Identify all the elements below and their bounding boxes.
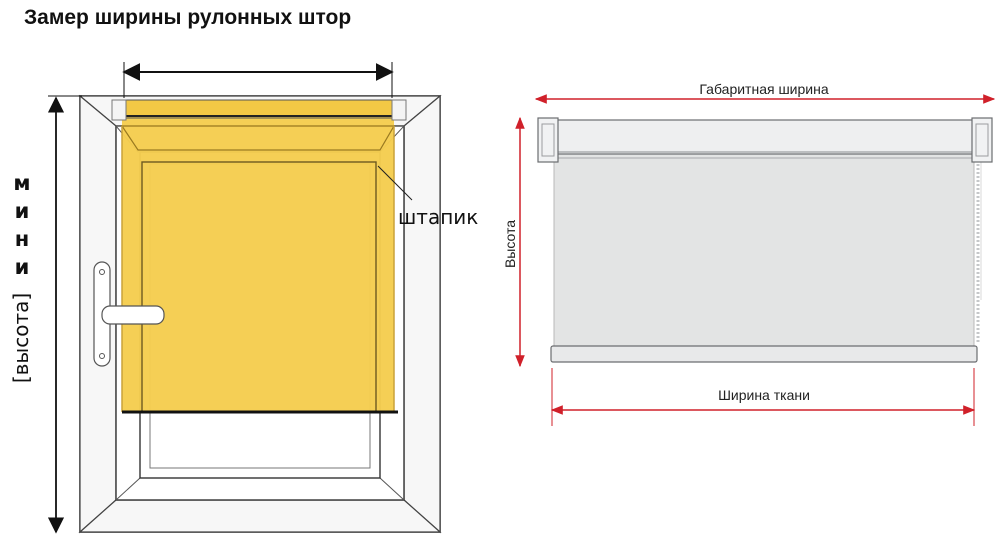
bracket-left-inner bbox=[541, 123, 555, 157]
height-label-right: Высота bbox=[502, 220, 518, 268]
top-roller bbox=[549, 119, 977, 155]
page-title: Замер ширины рулонных штор bbox=[24, 6, 351, 29]
bracket-right bbox=[971, 117, 993, 163]
vertical-letter: н bbox=[15, 227, 30, 251]
bottom-bar bbox=[550, 345, 978, 363]
overall-width-label: Габаритная ширина bbox=[699, 81, 828, 97]
vertical-letter: и bbox=[15, 255, 30, 279]
label-backdrop bbox=[686, 80, 840, 98]
vertical-letter: м bbox=[13, 171, 30, 195]
height-label: [высота] bbox=[9, 293, 33, 383]
shtapik-leader-line bbox=[377, 165, 413, 201]
window-drawing bbox=[78, 94, 442, 534]
bracket-right-inner bbox=[975, 123, 989, 157]
sash-corner-line bbox=[379, 477, 405, 501]
roller-blind-fabric bbox=[122, 102, 394, 412]
roller-blind-schematic bbox=[537, 117, 993, 363]
bracket-left bbox=[111, 99, 127, 121]
window-handle-icon bbox=[93, 261, 165, 367]
vertical-letter: и bbox=[15, 199, 30, 223]
bracket-left bbox=[537, 117, 559, 163]
shtapik-label: штапик bbox=[398, 205, 478, 229]
fabric-width-label: Ширина ткани bbox=[718, 387, 810, 403]
blind-overlay-bevel bbox=[120, 125, 396, 151]
bracket-right bbox=[391, 99, 407, 121]
frame-right-bevel bbox=[403, 94, 441, 534]
sash-corner-line bbox=[115, 477, 141, 501]
frame-bottom-bevel bbox=[78, 499, 442, 533]
fabric-panel bbox=[553, 151, 975, 351]
